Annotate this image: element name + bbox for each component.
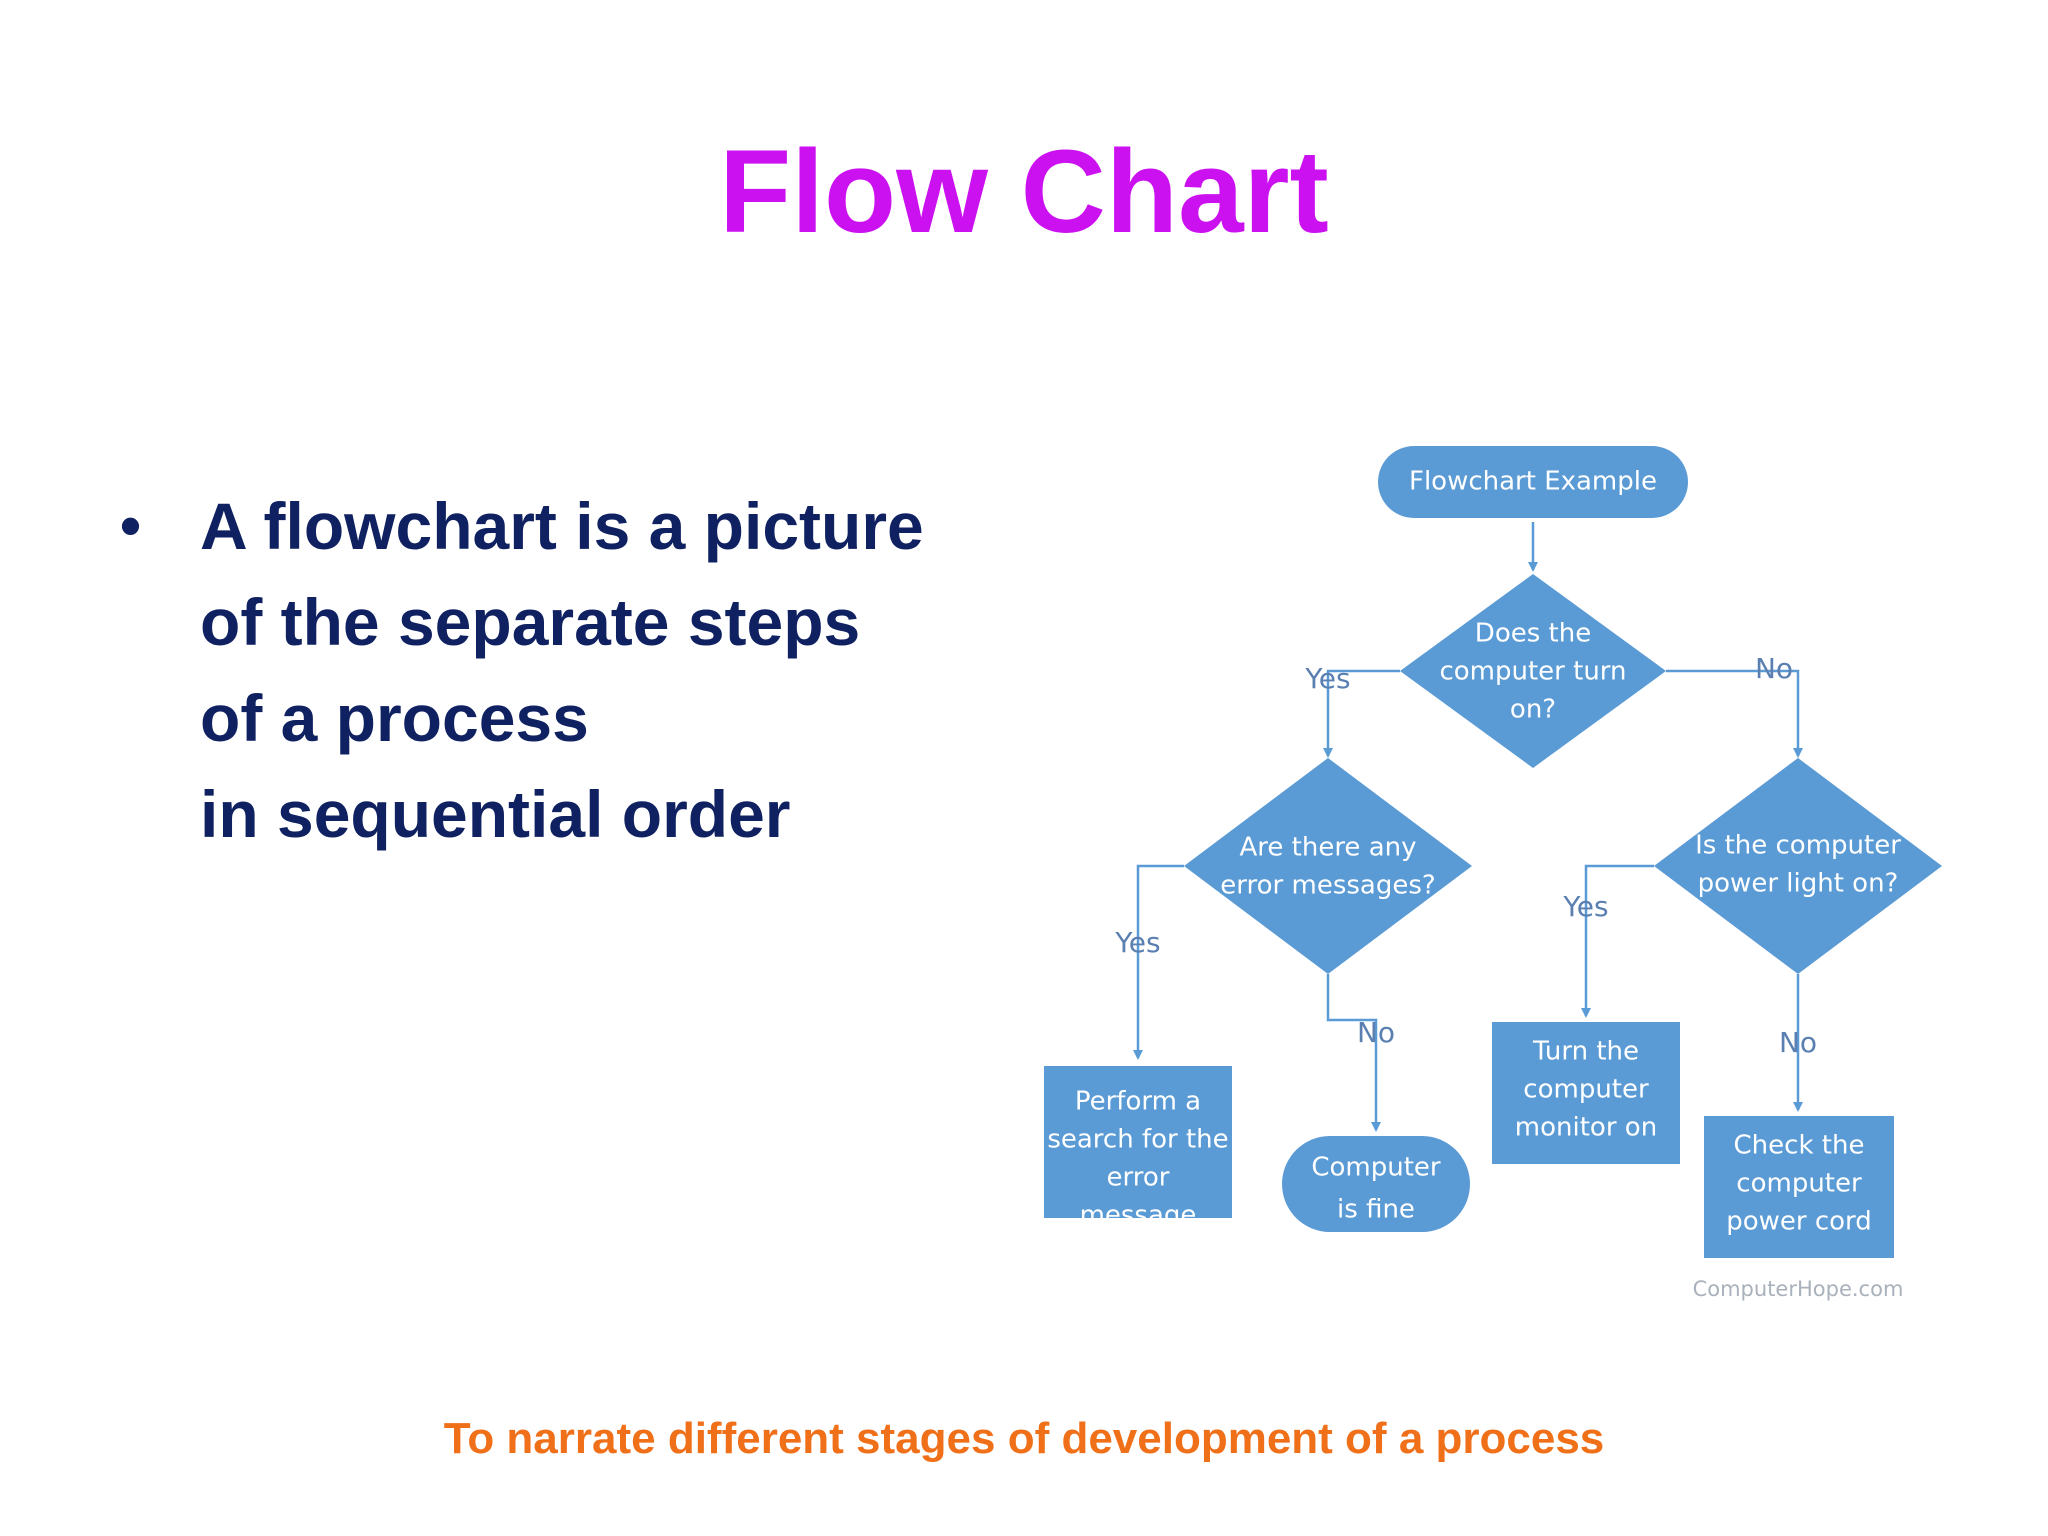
bullet-text: A flowchart is a picture of the separate… xyxy=(200,478,1000,862)
bullet-line: A flowchart is a picture xyxy=(200,489,924,563)
node-action-power-cord: Check the computer power cord xyxy=(1704,1116,1894,1258)
edge-light-yes xyxy=(1581,864,1654,1018)
terminator-shape xyxy=(1282,1136,1470,1232)
node-action-monitor: Turn the computer monitor on xyxy=(1492,1022,1680,1164)
edge-label-no: No xyxy=(1779,1026,1817,1059)
slide-title: Flow Chart xyxy=(719,126,1329,258)
node-label: power light on? xyxy=(1698,869,1899,899)
node-label: computer turn xyxy=(1439,657,1626,687)
connector-lines xyxy=(1133,522,1803,1132)
node-label: Are there any xyxy=(1239,833,1416,863)
process-shape xyxy=(1492,1022,1680,1164)
node-decision-errors: Are there any error messages? xyxy=(1184,758,1472,974)
edge-label-yes: Yes xyxy=(1114,926,1160,959)
edge-errors-no xyxy=(1326,974,1381,1132)
bullet-line: of the separate steps xyxy=(200,585,861,659)
node-label: on? xyxy=(1510,695,1556,725)
node-decision-power-light: Is the computer power light on? xyxy=(1654,758,1942,974)
node-label: computer xyxy=(1736,1169,1862,1199)
process-shape xyxy=(1704,1116,1894,1258)
bullet-line: of a process xyxy=(200,681,589,755)
node-start: Flowchart Example xyxy=(1378,446,1688,518)
edge-label-no: No xyxy=(1357,1016,1395,1049)
bullet-line: in sequential order xyxy=(200,777,791,851)
terminator-shape xyxy=(1378,446,1688,518)
image-credit: ComputerHope.com xyxy=(1693,1277,1904,1301)
node-label: Is the computer xyxy=(1695,831,1901,861)
edge-label-yes: Yes xyxy=(1562,890,1608,923)
node-label: error xyxy=(1107,1163,1170,1193)
decision-shape xyxy=(1184,758,1472,974)
bullet-point: • A flowchart is a picture of the separa… xyxy=(120,478,1000,862)
node-end-fine: Computer is fine xyxy=(1282,1136,1470,1232)
node-label: computer xyxy=(1523,1075,1649,1105)
process-shape xyxy=(1044,1066,1232,1218)
edge-power-on-yes xyxy=(1323,669,1400,758)
node-label: error messages? xyxy=(1220,871,1435,901)
bullet-dot-icon: • xyxy=(120,492,142,559)
node-label: monitor on xyxy=(1515,1113,1657,1143)
decision-shape xyxy=(1400,574,1666,768)
node-label: Perform a xyxy=(1075,1087,1201,1117)
edge-errors-yes xyxy=(1133,864,1184,1060)
node-label: Does the xyxy=(1475,619,1591,649)
node-label: Flowchart Example xyxy=(1409,467,1657,497)
node-decision-power-on: Does the computer turn on? xyxy=(1400,574,1666,768)
node-label: Turn the xyxy=(1532,1037,1639,1067)
node-label: Check the xyxy=(1734,1131,1865,1161)
node-label: message xyxy=(1080,1201,1197,1231)
flowchart-diagram: Flowchart Example Does the computer turn… xyxy=(1044,446,1942,1301)
decision-shape xyxy=(1654,758,1942,974)
slide-footer: To narrate different stages of developme… xyxy=(443,1414,1605,1463)
node-label: search for the xyxy=(1047,1125,1228,1155)
node-label: is fine xyxy=(1337,1195,1415,1225)
edge-label-yes: Yes xyxy=(1304,662,1350,695)
edge-power-on-no xyxy=(1666,669,1803,758)
node-label: Computer xyxy=(1311,1153,1441,1183)
edge-label-no: No xyxy=(1755,652,1793,685)
node-action-search: Perform a search for the error message xyxy=(1044,1066,1232,1231)
node-label: power cord xyxy=(1726,1207,1872,1237)
